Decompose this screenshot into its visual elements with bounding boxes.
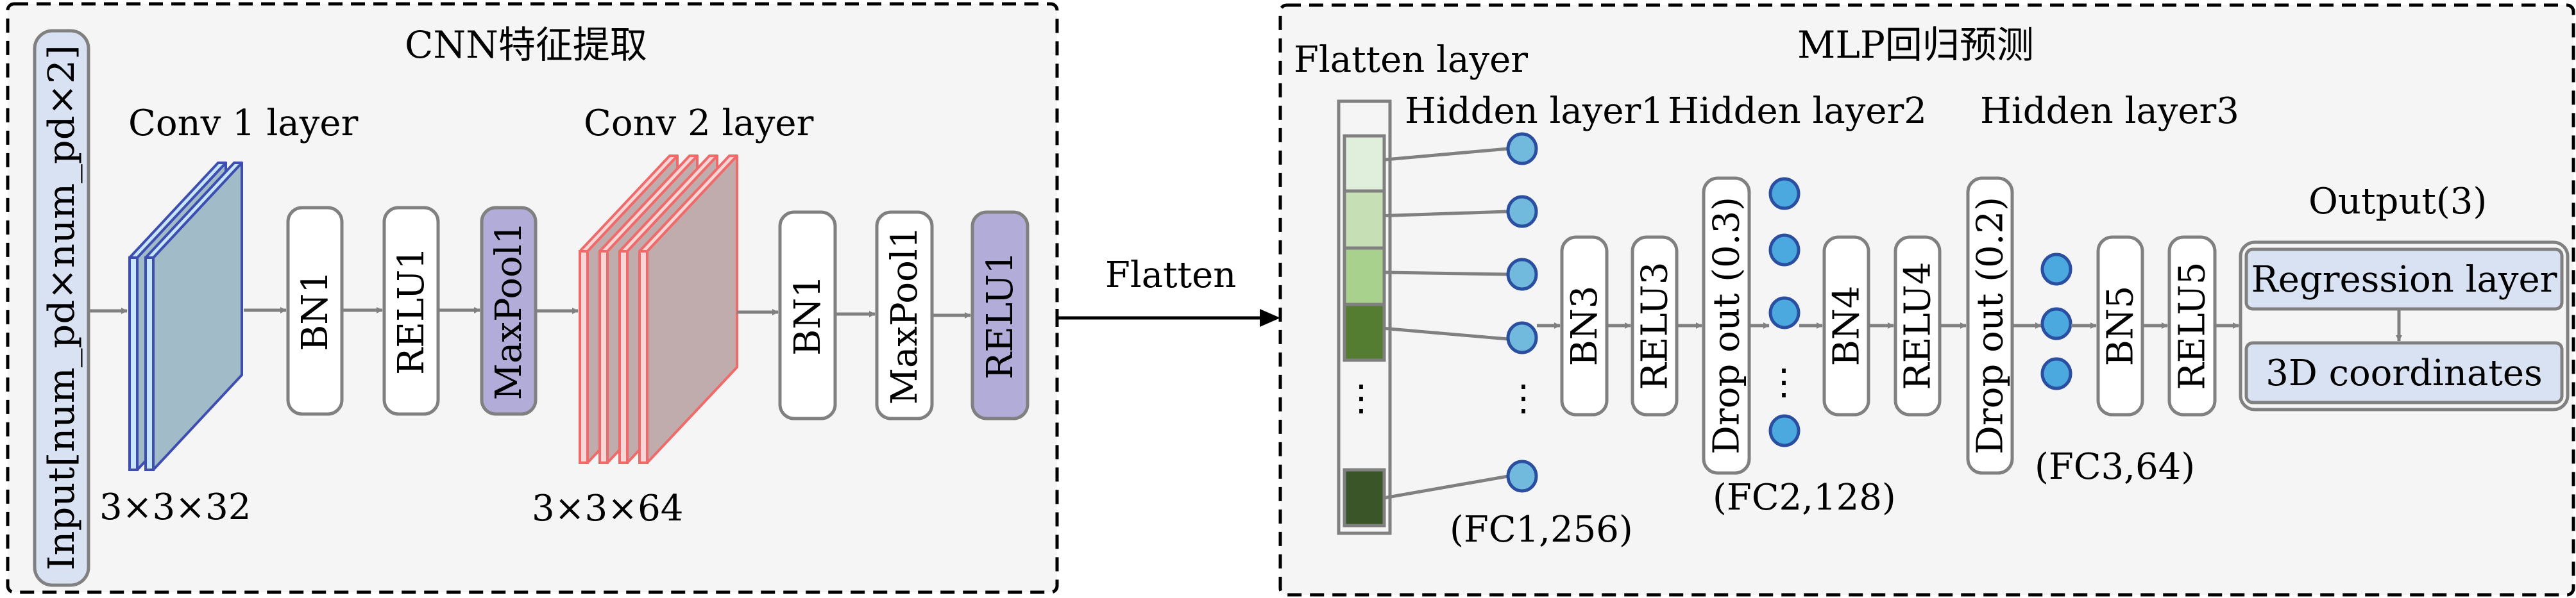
- fc1-neuron: [1506, 195, 1538, 228]
- conv1-label: Conv 1 layer: [128, 103, 359, 144]
- dropout-0-3-label: Drop out (0.3): [1706, 197, 1748, 454]
- flatten-cell: [1343, 246, 1386, 306]
- fc2-neuron: [1768, 177, 1801, 210]
- hidden-layer2-label: Hidden layer2: [1668, 90, 1927, 132]
- hidden-layer3-label: Hidden layer3: [1980, 90, 2239, 132]
- relu5-label: RELU5: [2172, 262, 2214, 390]
- conv1-size-label: 3×3×32: [99, 486, 251, 528]
- fc2-neuron: [1768, 233, 1801, 267]
- bn3-label: BN3: [1564, 286, 1606, 367]
- cnn-stage1-relu1-label: RELU1: [391, 247, 432, 375]
- flatten-to-fc1-connection: [1385, 474, 1509, 499]
- bn3: BN3: [1560, 235, 1609, 417]
- flatten-cell: [1343, 303, 1386, 362]
- flatten-cell: [1343, 189, 1386, 250]
- flatten-cell: [1343, 468, 1386, 527]
- bn5-label: BN5: [2100, 286, 2142, 367]
- cnn-stage2-bn1: BN1: [778, 210, 837, 420]
- fc1-ellipsis: ⋮: [1505, 378, 1541, 419]
- fc1-neuron: [1506, 460, 1538, 493]
- conv1-feature-maps: [128, 162, 243, 471]
- cnn-stage2-relu1-label: RELU1: [979, 251, 1021, 379]
- flatten-connector: Flatten: [1055, 254, 1280, 327]
- coords-label: 3D coordinates: [2266, 353, 2542, 394]
- dropout-0-2-label: Drop out (0.2): [1970, 197, 2012, 454]
- relu3-label: RELU3: [1634, 262, 1676, 390]
- conv2-feature-maps: [579, 154, 738, 464]
- fc2-neuron: [1768, 414, 1801, 447]
- cnn-stage2-relu1: RELU1: [970, 210, 1030, 420]
- flatten-to-fc1-connection: [1385, 327, 1509, 341]
- conv1-plate-front-edge: [144, 256, 155, 471]
- regression-layer-label: Regression layer: [2251, 259, 2557, 301]
- output-block: Regression layer 3D coordinates: [2239, 240, 2570, 411]
- relu4: RELU4: [1894, 235, 1942, 417]
- conv2-plate-front-edge: [638, 250, 648, 464]
- conv2-plate: [638, 154, 738, 464]
- dropout-0-2: Drop out (0.2): [1966, 176, 2014, 475]
- bn5: BN5: [2096, 235, 2144, 417]
- cnn-stage2-maxpool1-label: MaxPool1: [884, 226, 926, 405]
- fc1-neuron: [1506, 321, 1538, 354]
- relu3: RELU3: [1631, 235, 1679, 417]
- conv1-plate-front-edge: [128, 256, 139, 471]
- coords-box: [2244, 341, 2564, 404]
- mlp-title: MLP回归预测: [1797, 23, 2034, 67]
- cnn-stage1-bn1: BN1: [286, 206, 344, 416]
- conv1-plate: [144, 162, 243, 471]
- conv2-plate-front-edge: [598, 250, 609, 464]
- relu4-label: RELU4: [1897, 262, 1939, 390]
- regression-layer-box: [2244, 247, 2564, 311]
- bn4-label: BN4: [1826, 286, 1868, 367]
- flatten-arrowhead-icon: [1260, 309, 1280, 327]
- input-box: [33, 29, 90, 587]
- fc3-label: (FC3,64): [2035, 446, 2195, 488]
- fc1-neuron: [1506, 258, 1538, 291]
- flatten-to-fc1-connection: [1385, 270, 1509, 276]
- flatten-layer-column: ⋮: [1337, 99, 1392, 535]
- fc2-ellipsis: ⋮: [1766, 361, 1802, 403]
- cnn-stage1-maxpool1: MaxPool1: [480, 206, 538, 416]
- flatten-to-fc1-connection: [1385, 147, 1509, 162]
- fc2-label: (FC2,128): [1713, 477, 1896, 519]
- mlp-neurons: ⋮⋮: [1385, 132, 2072, 499]
- fc3-neuron: [2040, 253, 2072, 286]
- input-block: Input[num_pd×num_pd×2]: [33, 29, 90, 587]
- flatten-cell: [1343, 134, 1386, 193]
- flatten-ellipsis: ⋮: [1343, 378, 1379, 419]
- input-label: Input[num_pd×num_pd×2]: [41, 45, 83, 570]
- cnn-title: CNN特征提取: [405, 23, 647, 67]
- cnn-stage2-maxpool1: MaxPool1: [875, 210, 934, 420]
- cnn-stage1-bn1-label: BN1: [294, 270, 336, 351]
- cnn-stage1-maxpool1-label: MaxPool1: [488, 222, 530, 401]
- cnn-stage1-relu1: RELU1: [382, 206, 440, 416]
- fc2-neuron: [1768, 296, 1801, 329]
- flatten-arrow-label: Flatten: [1105, 254, 1236, 296]
- fc1-neuron: [1506, 132, 1538, 165]
- hidden-layer1-label: Hidden layer1: [1405, 90, 1664, 132]
- cnn-stage1-maxpool1-box: [480, 206, 538, 416]
- output-label: Output(3): [2309, 181, 2487, 222]
- cnn-stage2-relu1-box: [970, 210, 1030, 420]
- fc3-neuron: [2040, 307, 2072, 340]
- fc3-neuron: [2040, 357, 2072, 390]
- flatten-layer-label: Flatten layer: [1294, 39, 1528, 81]
- conv2-plate-front-edge: [618, 250, 629, 464]
- relu5: RELU5: [2167, 235, 2217, 417]
- fc1-label: (FC1,256): [1450, 509, 1633, 551]
- conv2-label: Conv 2 layer: [584, 103, 814, 144]
- cnn-stage2-bn1-label: BN1: [787, 275, 829, 356]
- conv2-plate-front-edge: [579, 250, 589, 464]
- conv2-size-label: 3×3×64: [532, 488, 683, 529]
- bn4: BN4: [1822, 235, 1870, 417]
- flatten-to-fc1-connection: [1385, 210, 1509, 217]
- dropout-0-3: Drop out (0.3): [1702, 176, 1751, 475]
- cnn-flow-arrows: [89, 307, 971, 319]
